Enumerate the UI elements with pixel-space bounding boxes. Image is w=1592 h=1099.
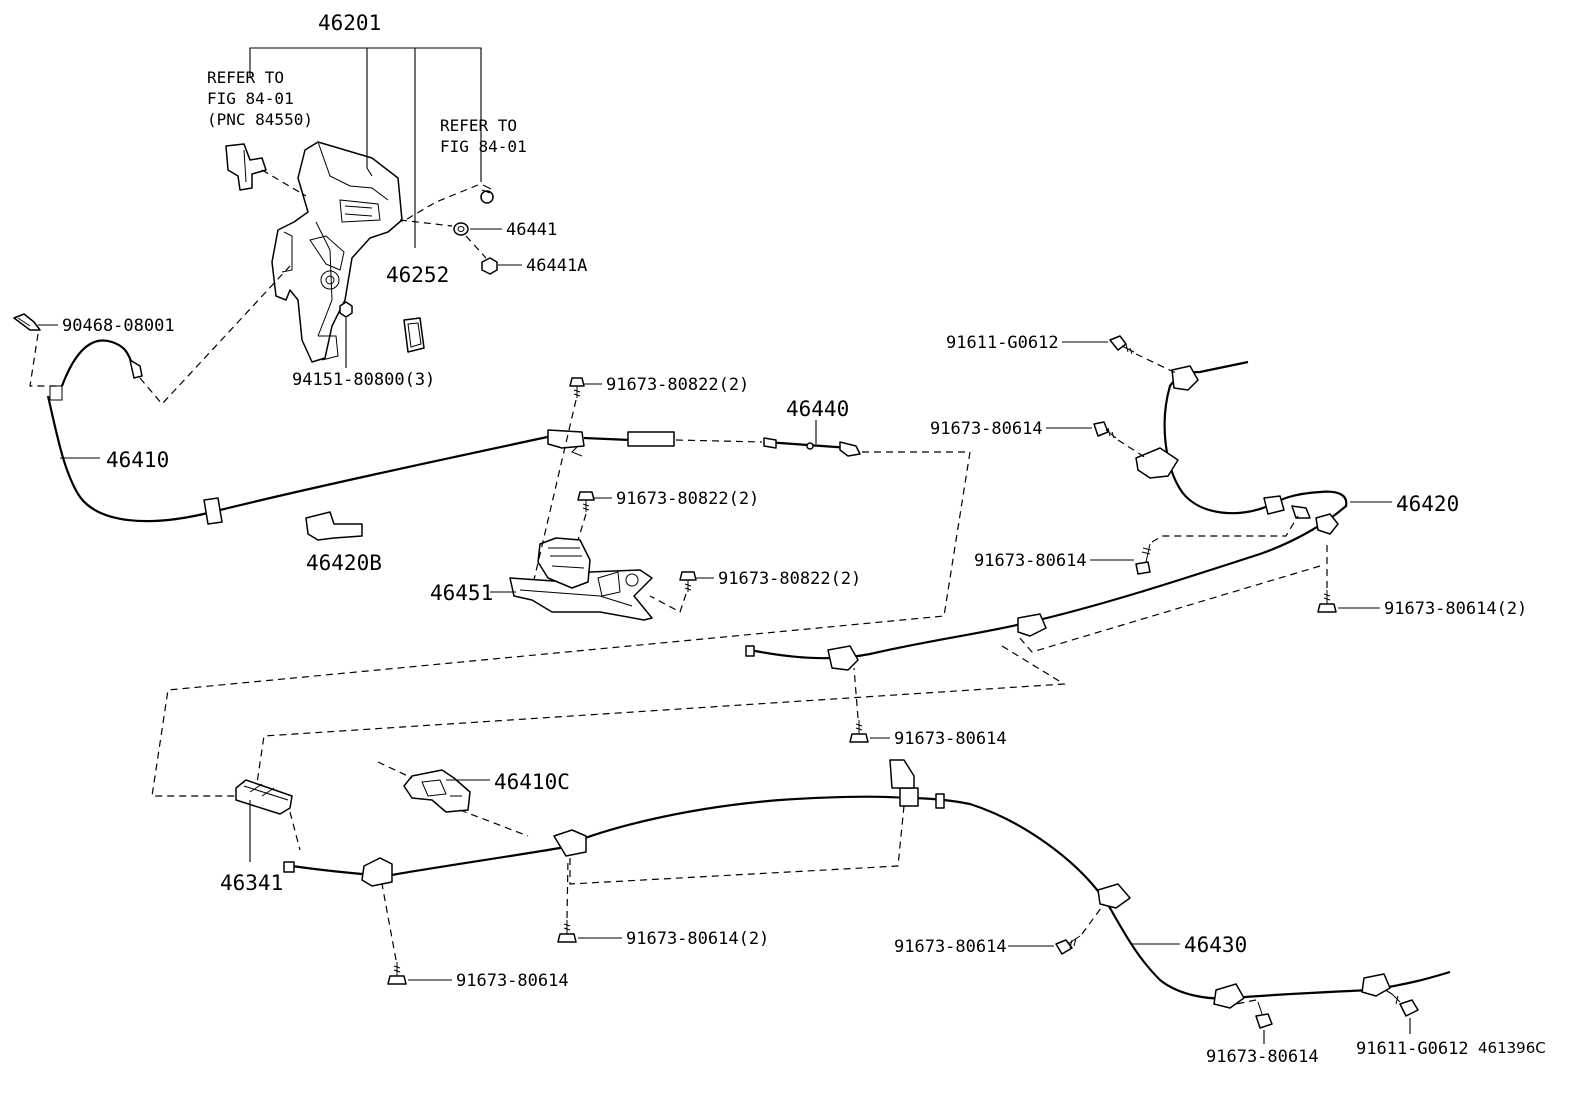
label-80614-d: 91673-80614 [456,971,569,991]
refer-note-right-2: FIG 84-01 [440,137,527,156]
label-80614x2-b: 91673-80614(2) [626,929,769,949]
label-80614-e: 91673-80614 [894,937,1007,957]
bolt-refer-fig [480,184,494,204]
nut-94151 [339,301,353,318]
bolt-g0612-bot [1391,993,1419,1017]
label-80822-a: 91673-80822(2) [606,375,749,395]
label-80614-a: 91673-80614 [930,419,1043,439]
label-46420: 46420 [1396,492,1459,516]
rear-cable-46420 [745,360,1348,671]
figure-id: 461396C [1478,1039,1546,1057]
bracket-46410c [403,769,471,813]
label-80614x2-a: 91673-80614(2) [1384,599,1527,619]
label-46451: 46451 [430,581,493,605]
label-46430: 46430 [1184,933,1247,957]
bolt-80614-e [1055,935,1081,955]
label-46201: 46201 [318,11,381,35]
nut-46441 [453,222,469,236]
refer-note-left-1: REFER TO [207,68,284,87]
front-cable-46410 [46,339,675,525]
bolt-80614x2-b [557,920,577,943]
bolt-g0612-top [1109,335,1135,355]
bolt-80614-b [1135,543,1152,575]
label-94151: 94151-80800(3) [292,370,435,390]
equalizer-46341 [235,779,293,815]
stop-switch-part [225,143,267,191]
equalizer-46440 [763,437,861,457]
label-46440: 46440 [786,397,849,421]
label-46410: 46410 [106,448,169,472]
bolt-80822-c [679,571,697,592]
bolt-80614-f [1255,1001,1273,1029]
pedal-assembly [271,141,403,363]
label-46441: 46441 [506,220,557,240]
label-80822-b: 91673-80822(2) [616,489,759,509]
pedal-pad-46252 [403,317,425,353]
nut-46441a [481,257,498,275]
bolt-80822-a [569,377,585,398]
refer-note-left-3: (PNC 84550) [207,110,313,129]
label-46252: 46252 [386,263,449,287]
bolt-80822-b [577,491,595,512]
label-g0612-bot: 91611-G0612 [1356,1039,1469,1059]
label-46341: 46341 [220,871,283,895]
label-90468: 90468-08001 [62,316,175,336]
clip-90468 [13,313,41,331]
bracket-46420b [305,511,363,541]
rear-cable-46430 [283,759,1451,1009]
bolt-80614-d [387,962,407,985]
leader-46201 [249,47,482,248]
label-80822-c: 91673-80822(2) [718,569,861,589]
bolt-80614x2-a [1317,590,1337,613]
label-46420b: 46420B [306,551,382,575]
refer-note-left-2: FIG 84-01 [207,89,294,108]
bracket-46451 [509,537,653,621]
label-80614-f: 91673-80614 [1206,1047,1319,1067]
refer-note-right-1: REFER TO [440,116,517,135]
bolt-80614-c [849,720,869,743]
bolt-80614-a [1093,421,1117,439]
label-80614-c: 91673-80614 [894,729,1007,749]
label-80614-b: 91673-80614 [974,551,1087,571]
label-g0612-top: 91611-G0612 [946,333,1059,353]
label-46410c: 46410C [494,770,570,794]
label-46441a: 46441A [526,256,587,276]
